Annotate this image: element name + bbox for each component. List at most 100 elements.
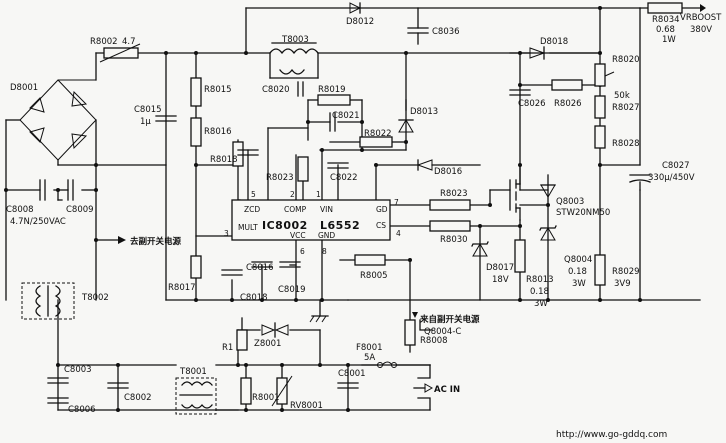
label-c8009: C8009 [66, 205, 94, 215]
label-d8001: D8001 [10, 83, 38, 93]
label-r8020-value: 50k [614, 91, 630, 101]
label-r8030: R8030 [440, 235, 468, 245]
label-r8022: R8022 [364, 129, 392, 139]
label-r8013-value: 0.18 [530, 287, 549, 297]
ic-pin-zcd: ZCD [244, 205, 260, 214]
label-d8017: D8017 [486, 263, 514, 273]
label-f8001: F8001 [356, 343, 383, 353]
label-c8001: C8001 [338, 369, 366, 379]
ic-pin-8: 8 [322, 247, 327, 256]
ground-symbols [309, 299, 329, 323]
diodes [261, 2, 557, 338]
label-q8004-power: 3W [572, 279, 586, 289]
label-r8023-horizontal: R8023 [440, 189, 468, 199]
label-r8026: R8026 [554, 99, 582, 109]
labels: IC8002 L6552 ZCD COMP VIN GD MULT CS VCC… [6, 13, 722, 440]
label-c8016: C8016 [246, 263, 274, 273]
label-c8006: C8006 [68, 405, 96, 415]
label-r8002-value: 4.7 [122, 37, 136, 47]
label-r8013-power: 3W [534, 299, 548, 309]
ic-part: L6552 [320, 219, 360, 232]
label-c8036: C8036 [432, 27, 460, 37]
note-from-aux-supply: 来自副开关电源 [419, 314, 480, 325]
watermark-url: http://www.go-gddq.com [556, 430, 667, 440]
label-r8020: R8020 [612, 55, 640, 65]
label-f8001-value: 5A [364, 353, 375, 363]
label-r1: R1 [222, 343, 233, 353]
ic-pin-cs: CS [376, 221, 386, 230]
label-c8008: C8008 [6, 205, 34, 215]
label-t8003: T8003 [281, 35, 309, 45]
ic8002-l6552 [231, 199, 391, 241]
label-r8034-power: 1W [662, 35, 676, 45]
label-r8001: R8001 [252, 393, 280, 403]
fuse-and-connector [377, 361, 434, 411]
ic-pin-mult: MULT [238, 223, 258, 232]
label-d8013: D8013 [410, 107, 438, 117]
label-t8002: T8002 [81, 293, 109, 303]
note-q8004-c: Q8004-C [424, 327, 461, 337]
label-d8016: D8016 [434, 167, 462, 177]
label-r8015: R8015 [204, 85, 232, 95]
label-r8017: R8017 [168, 283, 196, 293]
label-d8012: D8012 [346, 17, 374, 27]
label-q8003-part: STW20NM50 [556, 208, 610, 218]
label-r8019: R8019 [318, 85, 346, 95]
label-c8019: C8019 [278, 285, 306, 295]
inductors [21, 42, 319, 415]
label-c8022: C8022 [330, 173, 358, 183]
label-r8027: R8027 [612, 103, 640, 113]
label-r8034: R8034 [652, 15, 680, 25]
capacitors [39, 7, 651, 404]
label-r8028: R8028 [612, 139, 640, 149]
junctions [4, 6, 642, 412]
resistors [99, 2, 683, 407]
label-c8015: C8015 [134, 105, 162, 115]
bridge-rectifier-d8001 [19, 79, 97, 161]
ic-pin-4: 4 [396, 229, 401, 238]
label-r8034-value: 0.68 [656, 25, 675, 35]
ic-name: IC8002 [262, 219, 308, 232]
label-ac-in: AC IN [434, 385, 460, 395]
label-r8029-value: 3V9 [614, 279, 631, 289]
ic-pin-7: 7 [394, 198, 399, 207]
label-rv8001: RV8001 [290, 401, 323, 411]
ic-pin-gd: GD [376, 205, 388, 214]
label-c8020: C8020 [262, 85, 290, 95]
label-c8027-value: 330μ/450V [648, 173, 695, 183]
label-r8013: R8013 [526, 275, 554, 285]
arrows [118, 4, 706, 331]
label-c8002: C8002 [124, 393, 152, 403]
ic-pin-vin: VIN [320, 205, 333, 214]
ic-pin-1: 1 [316, 190, 321, 199]
label-r8005: R8005 [360, 271, 388, 281]
ic-pin-6: 6 [300, 247, 305, 256]
label-r8016: R8016 [204, 127, 232, 137]
note-to-aux-supply: 去副开关电源 [130, 236, 182, 247]
label-vrboost: VRBOOST [680, 13, 722, 23]
ic-pin-3: 3 [224, 229, 229, 238]
ic-pin-comp: COMP [284, 205, 307, 214]
label-c8003: C8003 [64, 365, 92, 375]
label-q8004: Q8004 [564, 255, 592, 265]
ic-pin-2: 2 [290, 190, 295, 199]
label-t8001: T8001 [179, 367, 207, 377]
label-q8003: Q8003 [556, 197, 584, 207]
mosfet-q8003 [509, 164, 556, 221]
label-r8018: R8018 [210, 155, 238, 165]
label-r8029: R8029 [612, 267, 640, 277]
ic-pin-5: 5 [251, 190, 256, 199]
label-c8021: C8021 [332, 111, 360, 121]
label-r8023-vertical: R8023 [266, 173, 294, 183]
label-d8018: D8018 [540, 37, 568, 47]
label-r8008: R8008 [420, 336, 448, 346]
label-d8017-value: 18V [492, 275, 509, 285]
label-cx-value: 4.7N/250VAC [10, 217, 66, 227]
label-c8015-value: 1μ [140, 117, 151, 127]
ic-pin-gnd: GND [318, 231, 335, 240]
label-c8026: C8026 [518, 99, 546, 109]
ic-pin-vcc: VCC [290, 231, 306, 240]
label-q8004-value: 0.18 [568, 267, 587, 277]
